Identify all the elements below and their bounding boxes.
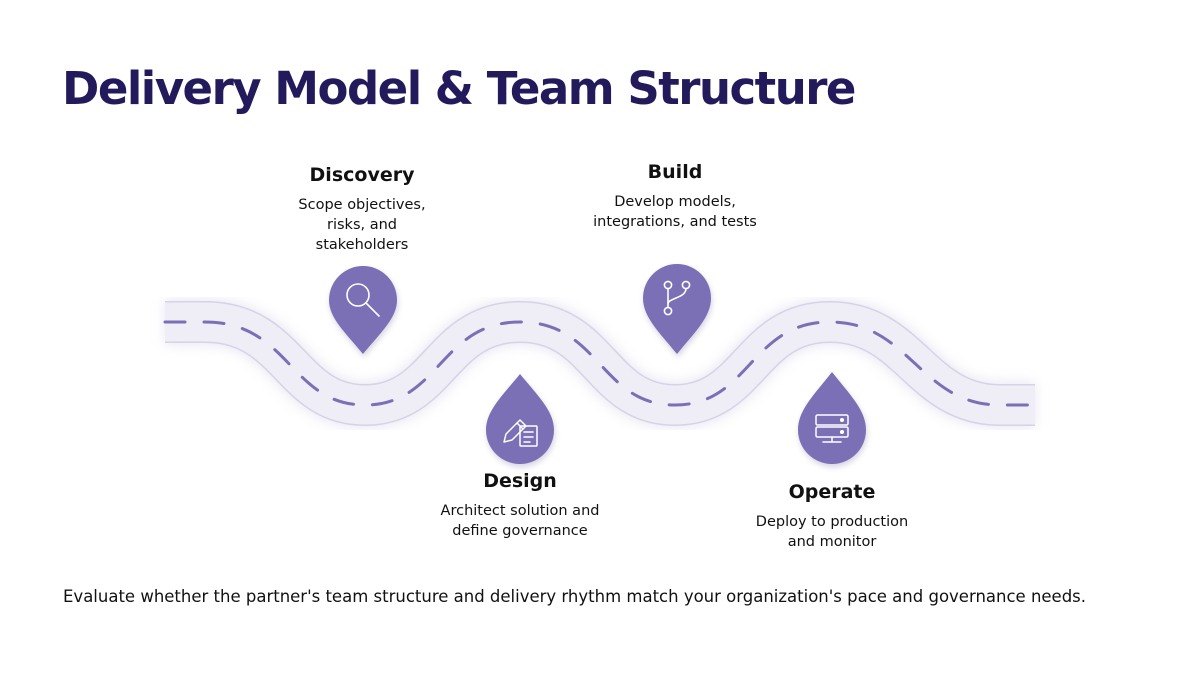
stage-discovery: Discovery Scope objectives, risks, and s… [282,164,442,255]
stage-title: Discovery [309,164,415,186]
discovery-pin [329,266,398,357]
magnifier-icon [346,283,380,317]
build-pin [643,264,712,357]
stage-title: Build [647,161,703,183]
stage-description: Scope objectives, risks, and stakeholder… [298,197,426,253]
stage-design: Design Architect solution and define gov… [440,470,600,541]
stage-build: Build Develop models, integrations, and … [592,161,758,232]
stage-title: Design [483,470,557,492]
server-icon [815,414,849,443]
design-pin [486,374,555,467]
footer-note: Evaluate whether the partner's team stru… [63,587,1087,606]
stage-operate: Operate Deploy to production and monitor [742,481,922,552]
stage-description: Architect solution and define governance [440,503,600,539]
road-center-dashes [163,320,1037,407]
stage-title: Operate [788,481,876,503]
operate-pin [798,372,867,467]
pencil-document-icon [503,419,538,447]
stage-description: Develop models, integrations, and tests [593,194,757,230]
page-title: Delivery Model & Team Structure [62,62,856,115]
git-branch-icon [663,280,691,316]
stage-description: Deploy to production and monitor [755,514,909,550]
